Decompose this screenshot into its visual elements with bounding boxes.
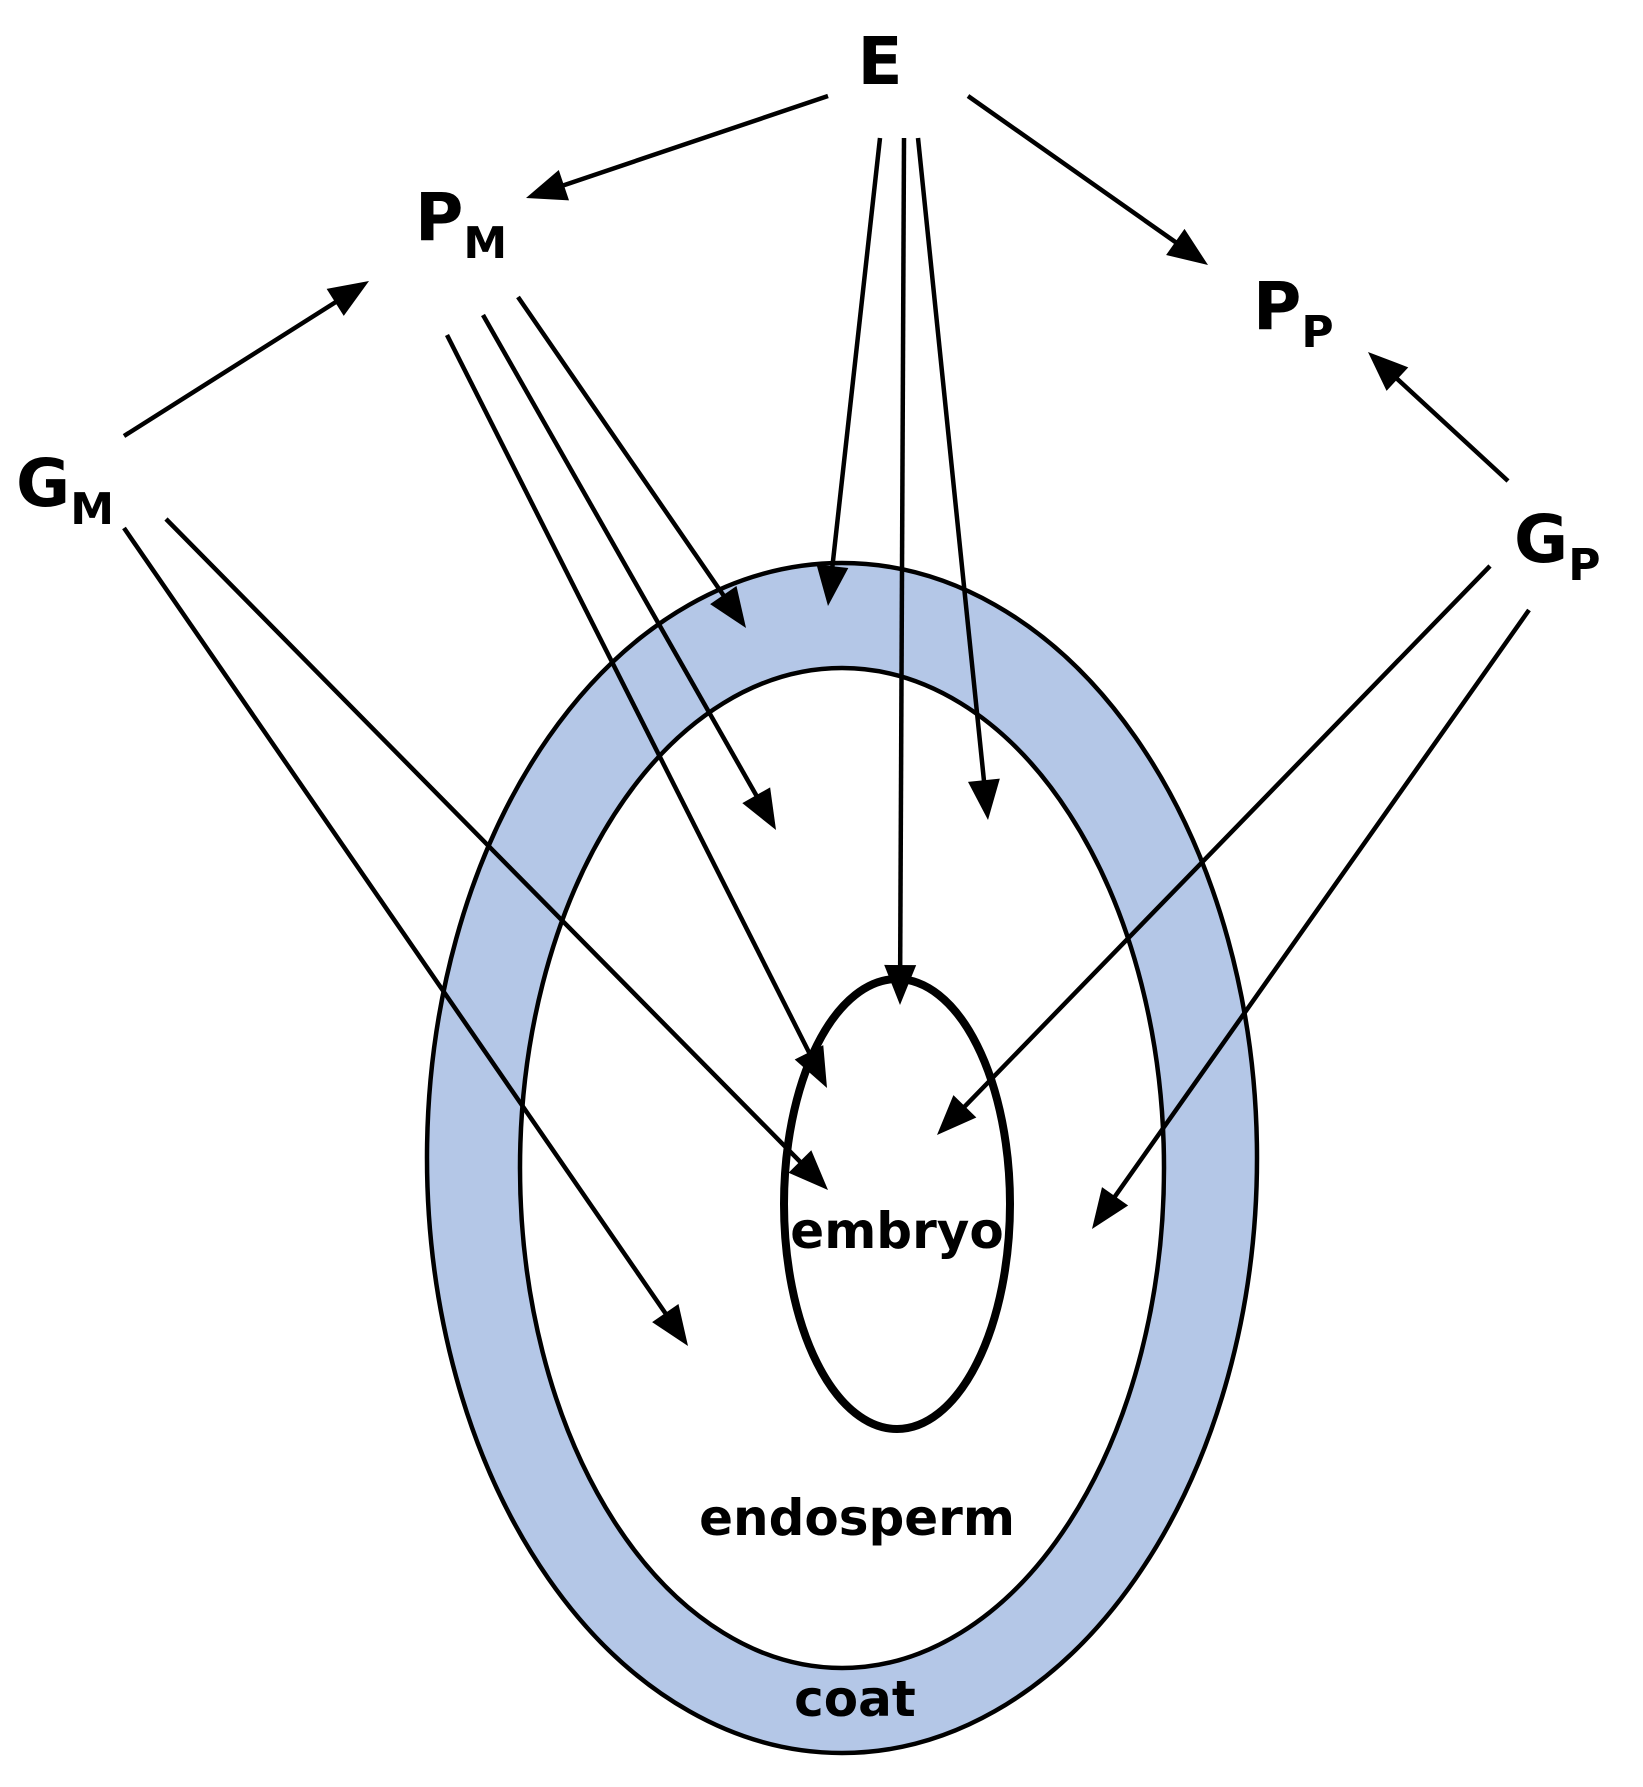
arrow-GM-to-embryo-head bbox=[788, 1150, 828, 1190]
node-pm-main: P bbox=[415, 179, 463, 256]
arrow-GP-to-PP-line bbox=[1392, 374, 1510, 483]
arrow-E-to-embryo-head bbox=[884, 964, 917, 1005]
arrow-PM-to-coat-line bbox=[516, 295, 728, 600]
arrow-GP-to-embryo-head bbox=[937, 1095, 977, 1135]
endosperm-area bbox=[517, 665, 1167, 1671]
node-gm-main: G bbox=[16, 445, 70, 522]
node-e: E bbox=[857, 23, 902, 100]
node-pp: PP bbox=[1253, 268, 1334, 358]
arrow-PM-to-coat-head bbox=[710, 585, 746, 628]
arrow-E-to-embryo-line bbox=[897, 137, 907, 970]
node-pm-sub: M bbox=[463, 218, 507, 269]
arrow-E-to-endosperm-head bbox=[967, 778, 1000, 820]
arrow-PM-to-embryo-line bbox=[444, 333, 813, 1057]
arrow-GP-to-endosperm-line bbox=[1110, 608, 1531, 1201]
arrow-E-to-coat-head bbox=[816, 564, 849, 606]
node-gp: GP bbox=[1514, 501, 1600, 591]
node-pm: PM bbox=[415, 179, 507, 269]
arrow-group bbox=[122, 93, 1531, 1346]
arrow-GM-to-endosperm-head bbox=[652, 1303, 688, 1346]
node-gm-sub: M bbox=[70, 484, 114, 535]
arrow-PM-to-endosperm-line bbox=[481, 313, 761, 800]
node-pp-sub: P bbox=[1301, 307, 1333, 358]
node-gp-main: G bbox=[1514, 501, 1568, 578]
node-pp-main: P bbox=[1253, 268, 1301, 345]
arrow-GM-to-endosperm-line bbox=[122, 526, 670, 1318]
node-gp-sub: P bbox=[1568, 540, 1600, 591]
arrow-E-to-coat-line bbox=[829, 137, 883, 571]
arrow-E-to-PP-line bbox=[966, 94, 1180, 247]
arrow-E-to-PM-head bbox=[526, 170, 570, 201]
node-gm: GM bbox=[16, 445, 114, 535]
arrow-E-to-PM-line bbox=[559, 93, 829, 189]
arrow-GP-to-embryo-line bbox=[960, 564, 1492, 1111]
arrow-GM-to-PM-head bbox=[326, 281, 369, 316]
arrow-E-to-endosperm-line bbox=[915, 137, 987, 785]
arrow-GP-to-PP-head bbox=[1368, 352, 1409, 391]
arrow-GP-to-endosperm-head bbox=[1092, 1187, 1129, 1229]
label-embryo: embryo bbox=[790, 1202, 1003, 1260]
arrow-GM-to-embryo-line bbox=[164, 517, 805, 1166]
label-coat: coat bbox=[794, 1670, 916, 1728]
label-endosperm: endosperm bbox=[699, 1489, 1015, 1547]
arrow-E-to-PP-head bbox=[1166, 228, 1208, 265]
arrow-PM-to-endosperm-head bbox=[742, 787, 776, 830]
arrow-PM-to-embryo-head bbox=[794, 1045, 827, 1088]
arrow-GM-to-PM-line bbox=[122, 298, 340, 438]
